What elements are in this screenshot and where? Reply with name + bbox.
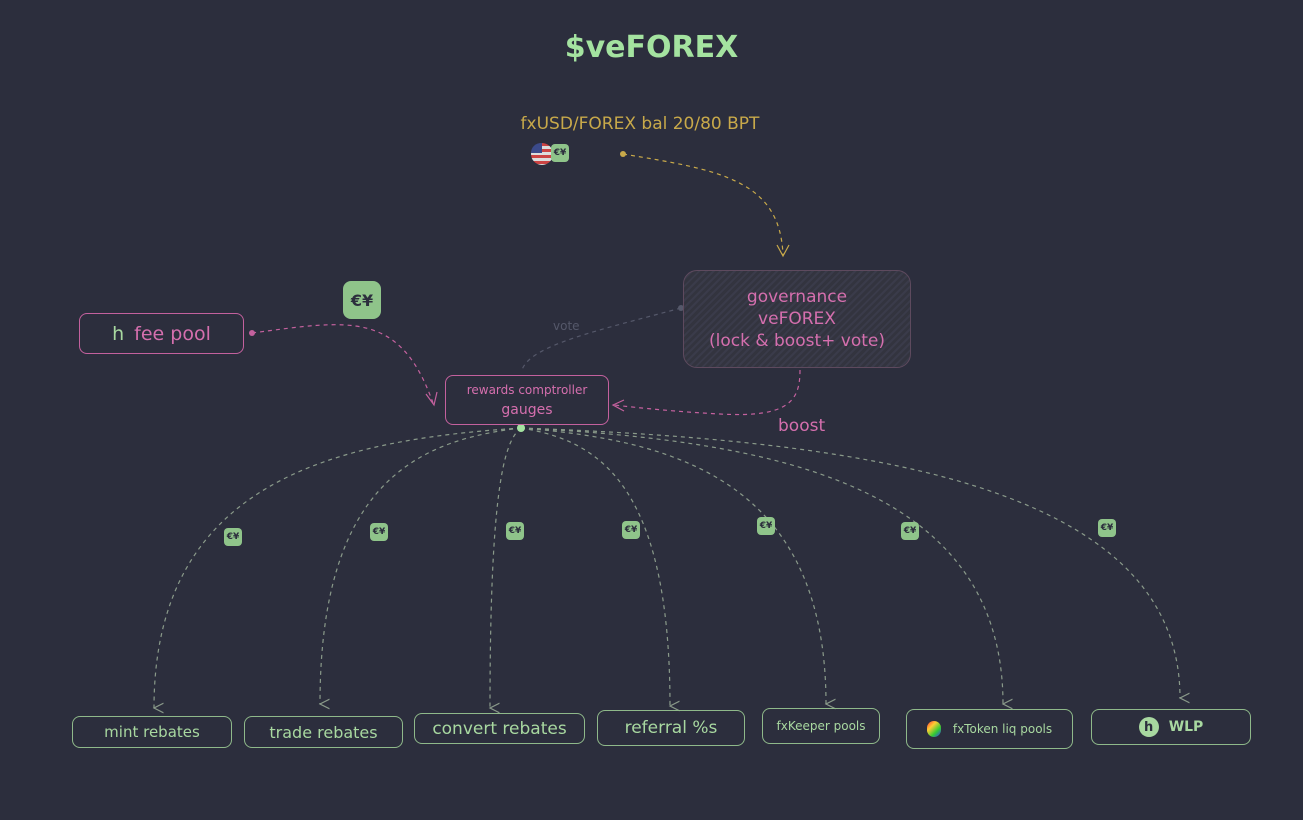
vote-arrow	[521, 307, 682, 371]
bpt-to-governance-arrow	[622, 153, 784, 256]
gauge-to-target-arrow	[520, 427, 826, 704]
fee-to-rewards-arrow	[251, 324, 434, 404]
target-label: fxToken liq pools	[952, 722, 1053, 736]
target-label: referral %s	[624, 718, 718, 738]
gauge-to-target-arrow	[320, 427, 522, 704]
vote-label: vote	[553, 319, 580, 333]
gauge-to-target-arrow	[520, 427, 1003, 704]
diagram-title: $veFOREX	[564, 30, 739, 65]
fee-pool-label: fee pool	[134, 322, 211, 345]
rewards-comptroller-node[interactable]: rewards comptroller gauges	[445, 375, 609, 425]
rewards-line1: rewards comptroller	[466, 383, 588, 397]
forex-cube-icon: €¥	[506, 522, 524, 540]
wlp-logo-icon: h	[1138, 717, 1159, 737]
fee-pool-logo-icon: h	[112, 322, 125, 345]
target-referral[interactable]: referral %s	[597, 710, 745, 746]
target-label: mint rebates	[104, 723, 200, 741]
target-fxtoken-liq-pools[interactable]: fxToken liq pools	[906, 709, 1073, 749]
forex-cube-icon: €¥	[343, 281, 381, 319]
target-mint-rebates[interactable]: mint rebates	[72, 716, 232, 748]
gauge-to-target-arrow	[520, 427, 1180, 698]
forex-cube-icon: €¥	[551, 144, 569, 162]
target-convert-rebates[interactable]: convert rebates	[414, 713, 585, 744]
target-label: fxKeeper pools	[776, 719, 866, 733]
governance-line3: (lock & boost+ vote)	[709, 331, 885, 351]
fee-pool-node[interactable]: h fee pool	[79, 313, 244, 354]
rewards-line2: gauges	[501, 402, 553, 418]
us-flag-icon	[531, 143, 553, 165]
forex-cube-icon: €¥	[224, 528, 242, 546]
forex-cube-icon: €¥	[1098, 519, 1116, 537]
governance-line2: veFOREX	[758, 309, 836, 329]
target-fxkeeper-pools[interactable]: fxKeeper pools	[762, 708, 880, 744]
gauge-to-target-arrow	[154, 427, 522, 708]
boost-arrow	[613, 369, 801, 416]
forex-cube-icon: €¥	[901, 522, 919, 540]
target-label: trade rebates	[269, 722, 378, 742]
governance-line1: governance	[746, 287, 848, 307]
rainbow-logo-icon	[926, 721, 941, 737]
forex-cube-icon: €¥	[370, 523, 388, 541]
target-label: convert rebates	[432, 718, 567, 739]
bpt-label: fxUSD/FOREX bal 20/80 BPT	[520, 114, 760, 134]
forex-cube-icon: €¥	[757, 517, 775, 535]
target-trade-rebates[interactable]: trade rebates	[244, 716, 403, 748]
target-wlp[interactable]: h WLP	[1091, 709, 1251, 745]
gauge-to-target-arrow	[520, 427, 670, 706]
forex-cube-icon: €¥	[622, 521, 640, 539]
target-label: WLP	[1168, 719, 1204, 735]
boost-label: boost	[778, 416, 826, 436]
governance-node[interactable]: governance veFOREX (lock & boost+ vote)	[683, 270, 911, 368]
gauge-to-target-arrow	[490, 427, 522, 708]
